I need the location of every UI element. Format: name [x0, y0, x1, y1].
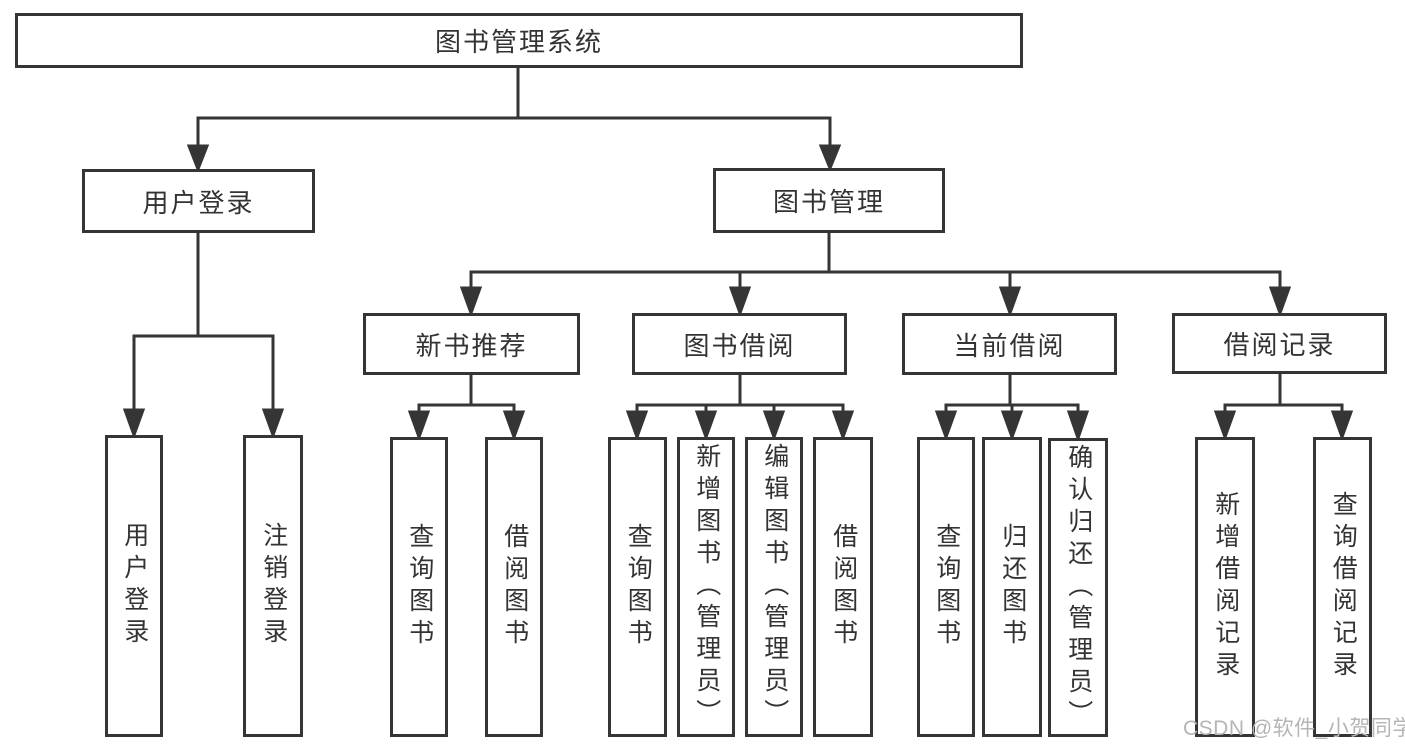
leaf-logout: 注销登录 [243, 435, 303, 737]
leaf-cb-return-books-label: 归还图书 [998, 523, 1027, 651]
leaf-user-login: 用户登录 [105, 435, 163, 737]
node-book-borrow: 图书借阅 [632, 313, 847, 375]
leaf-user-login-label: 用户登录 [120, 522, 149, 650]
leaf-br-query-record: 查询借阅记录 [1313, 437, 1372, 737]
leaf-logout-label: 注销登录 [259, 522, 288, 650]
leaf-br-add-record: 新增借阅记录 [1195, 437, 1255, 737]
leaf-bb-edit-books-admin-label: 编辑图书（管理员） [760, 443, 789, 731]
leaf-bb-query-books: 查询图书 [608, 437, 667, 737]
node-current-borrow: 当前借阅 [902, 313, 1117, 375]
leaf-cb-return-books: 归还图书 [982, 437, 1042, 737]
leaf-cb-query-books-label: 查询图书 [932, 523, 961, 651]
leaf-cb-confirm-return-admin-label: 确认归还（管理员） [1064, 443, 1093, 732]
node-root-system: 图书管理系统 [15, 13, 1023, 68]
leaf-nbr-borrow-books: 借阅图书 [485, 437, 543, 737]
leaf-bb-edit-books-admin: 编辑图书（管理员） [745, 437, 803, 737]
leaf-bb-borrow-books: 借阅图书 [813, 437, 873, 737]
leaf-cb-query-books: 查询图书 [917, 437, 975, 737]
leaf-nbr-borrow-books-label: 借阅图书 [500, 523, 529, 651]
node-borrow-records: 借阅记录 [1172, 313, 1387, 374]
leaf-bb-borrow-books-label: 借阅图书 [829, 523, 858, 651]
node-new-book-recommend: 新书推荐 [363, 313, 580, 375]
leaf-bb-query-books-label: 查询图书 [624, 523, 653, 651]
leaf-br-add-record-label: 新增借阅记录 [1211, 491, 1240, 683]
node-book-management: 图书管理 [713, 168, 945, 233]
leaf-cb-confirm-return-admin: 确认归还（管理员） [1048, 438, 1108, 737]
leaf-bb-add-books-admin-label: 新增图书（管理员） [692, 443, 721, 731]
csdn-watermark: CSDN @软件_小贺同学 [1183, 717, 1405, 740]
leaf-nbr-query-books-label: 查询图书 [405, 523, 434, 651]
leaf-br-query-record-label: 查询借阅记录 [1329, 491, 1358, 683]
node-user-login: 用户登录 [82, 169, 315, 233]
leaf-bb-add-books-admin: 新增图书（管理员） [677, 437, 735, 737]
leaf-nbr-query-books: 查询图书 [390, 437, 448, 737]
